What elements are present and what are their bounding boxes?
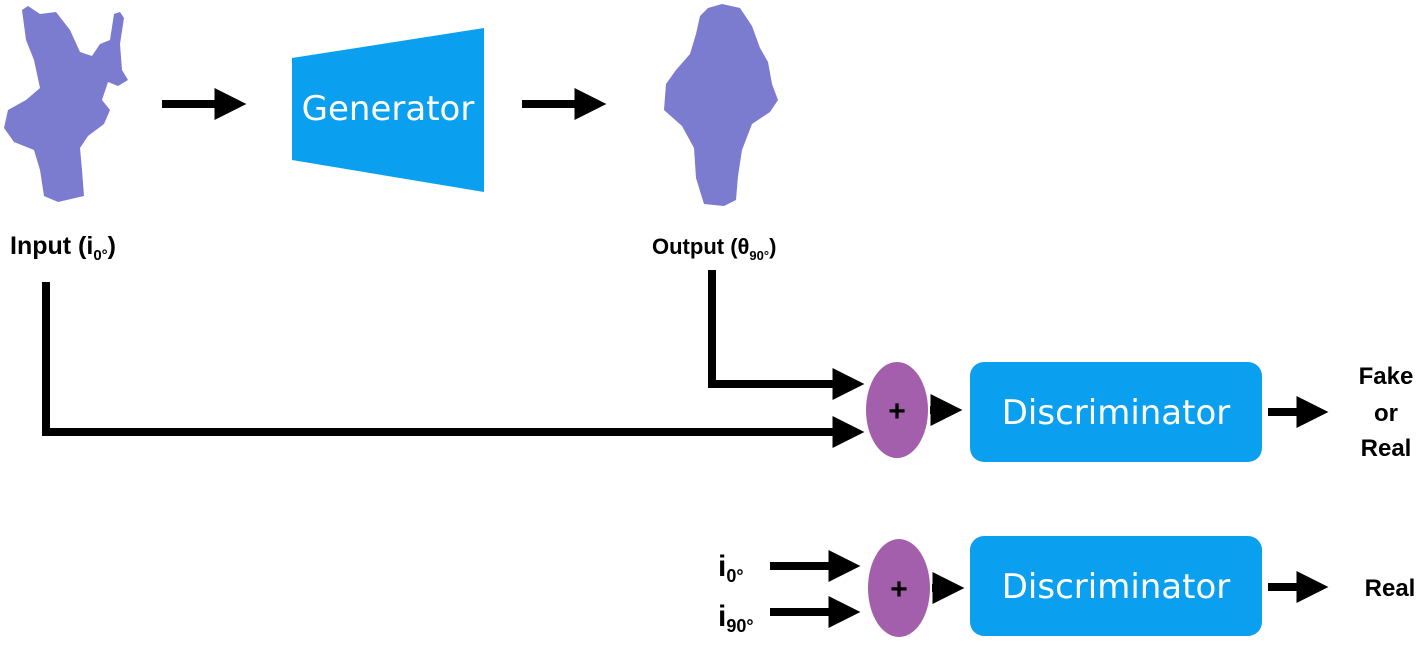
generator-block bbox=[292, 28, 484, 192]
result-top-line-1: Fake bbox=[1359, 363, 1414, 390]
discriminator-bottom-label: Discriminator bbox=[1002, 567, 1231, 607]
connector-output-to-sum bbox=[708, 270, 865, 400]
input-bone-image bbox=[4, 6, 128, 202]
real-input-0-label: i0° bbox=[718, 550, 744, 586]
output-bone-image bbox=[664, 4, 778, 206]
discriminator-bottom bbox=[970, 536, 1262, 636]
result-bottom: Real bbox=[1365, 575, 1416, 602]
sum-symbol-bottom: + bbox=[890, 573, 908, 606]
result-top-line-2: or bbox=[1374, 400, 1398, 427]
discriminator-top-label: Discriminator bbox=[1002, 393, 1231, 433]
connector-input-to-sum bbox=[42, 282, 865, 448]
sum-node-top bbox=[866, 362, 928, 458]
input-label: Input (i0°) bbox=[10, 232, 116, 264]
sum-node-bottom bbox=[868, 539, 930, 637]
result-top-line-3: Real bbox=[1361, 435, 1412, 462]
sum-symbol-top: + bbox=[888, 395, 906, 428]
discriminator-top bbox=[970, 362, 1262, 462]
output-label: Output (θ90°) bbox=[652, 234, 776, 263]
real-input-90-label: i90° bbox=[718, 600, 754, 636]
generator-label: Generator bbox=[302, 89, 475, 129]
